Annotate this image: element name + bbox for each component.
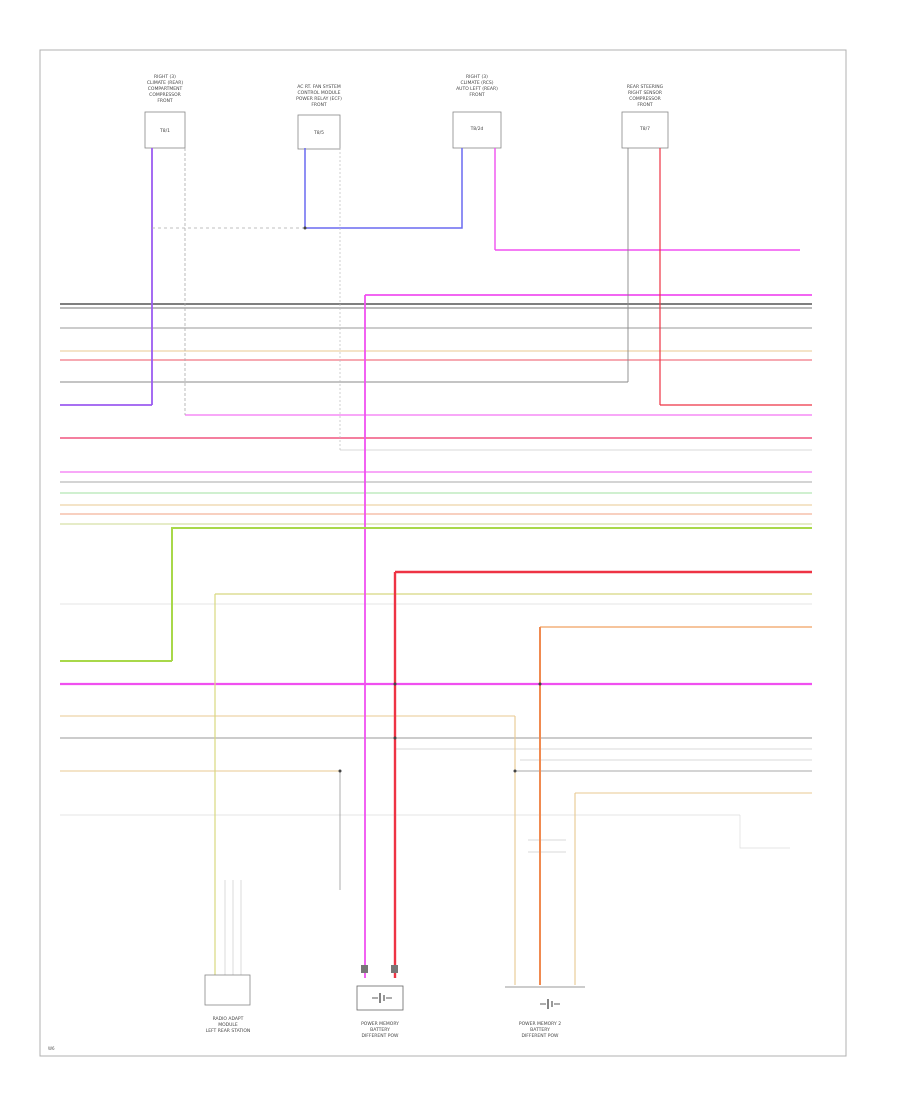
component-2-caption-4: FRONT	[311, 102, 327, 108]
bottom-component-battery-1[interactable]: POWER MEMORY BATTERY DIFFERENT POW	[356, 965, 404, 1039]
component-3-caption-4: FRONT	[469, 92, 485, 98]
component-3-caption-1: RIGHT (3)	[466, 74, 488, 80]
top-component-3[interactable]: RIGHT (3) CLIMATE (RCS) AUTO LEFT (REAR)…	[452, 74, 502, 149]
component-1-caption-5: FRONT	[157, 98, 173, 104]
component-4-caption-2: RIGHT SENSOR	[628, 90, 662, 96]
component-2-part: T8/5	[313, 130, 324, 136]
component-3-caption-3: AUTO LEFT (REAR)	[456, 86, 498, 92]
horizontal-wires	[60, 249, 812, 853]
bottom-2-caption-3: DIFFERENT POW	[361, 1033, 399, 1039]
bottom-2-caption-1: POWER MEMORY	[361, 1021, 399, 1027]
component-1-caption-2: CLIMATE (REAR)	[147, 80, 184, 86]
component-2-caption-1: AC RT. FAN SYSTEM	[297, 84, 341, 90]
bottom-2-caption-2: BATTERY	[370, 1027, 390, 1033]
vertical-wires	[151, 148, 812, 985]
bottom-3-caption-2: BATTERY	[530, 1027, 550, 1033]
component-1-caption-3: COMPARTMENT	[148, 86, 183, 92]
component-2-caption-2: CONTROL MODULE	[298, 90, 341, 96]
bottom-3-caption-3: DIFFERENT POW	[521, 1033, 559, 1039]
page-label: W6	[48, 1046, 55, 1051]
bottom-1-caption-2: MODULE	[218, 1022, 238, 1028]
component-2-caption-3: POWER RELAY (ECF)	[296, 96, 342, 102]
component-1-caption-1: RIGHT (3)	[154, 74, 176, 80]
bottom-3-caption-1: POWER MEMORY 2	[519, 1021, 561, 1027]
component-4-caption-4: FRONT	[637, 102, 653, 108]
component-1-caption-4: COMPRESSOR	[149, 92, 181, 98]
top-component-4[interactable]: REAR STEERING RIGHT SENSOR COMPRESSOR FR…	[621, 84, 669, 149]
component-1-part: T8/1	[159, 128, 170, 134]
component-4-caption-3: COMPRESSOR	[629, 96, 661, 102]
component-3-part: T8/2d	[470, 126, 484, 132]
bottom-component-radio-module[interactable]: RADIO ADAPT MODULE LEFT REAR STATION	[204, 974, 251, 1034]
connector-ticks	[303, 226, 542, 773]
bottom-1-caption-1: RADIO ADAPT	[213, 1016, 244, 1022]
component-3-caption-2: CLIMATE (RCS)	[460, 80, 493, 86]
component-4-part: T8/7	[639, 126, 650, 132]
bottom-1-caption-3: LEFT REAR STATION	[206, 1028, 251, 1034]
top-component-2[interactable]: AC RT. FAN SYSTEM CONTROL MODULE POWER R…	[296, 84, 342, 150]
diagram-border	[39, 49, 847, 1057]
top-component-1[interactable]: RIGHT (3) CLIMATE (REAR) COMPARTMENT COM…	[144, 74, 186, 149]
bottom-component-battery-2[interactable]: POWER MEMORY 2 BATTERY DIFFERENT POW	[505, 986, 585, 1039]
component-4-caption-1: REAR STEERING	[627, 84, 664, 90]
